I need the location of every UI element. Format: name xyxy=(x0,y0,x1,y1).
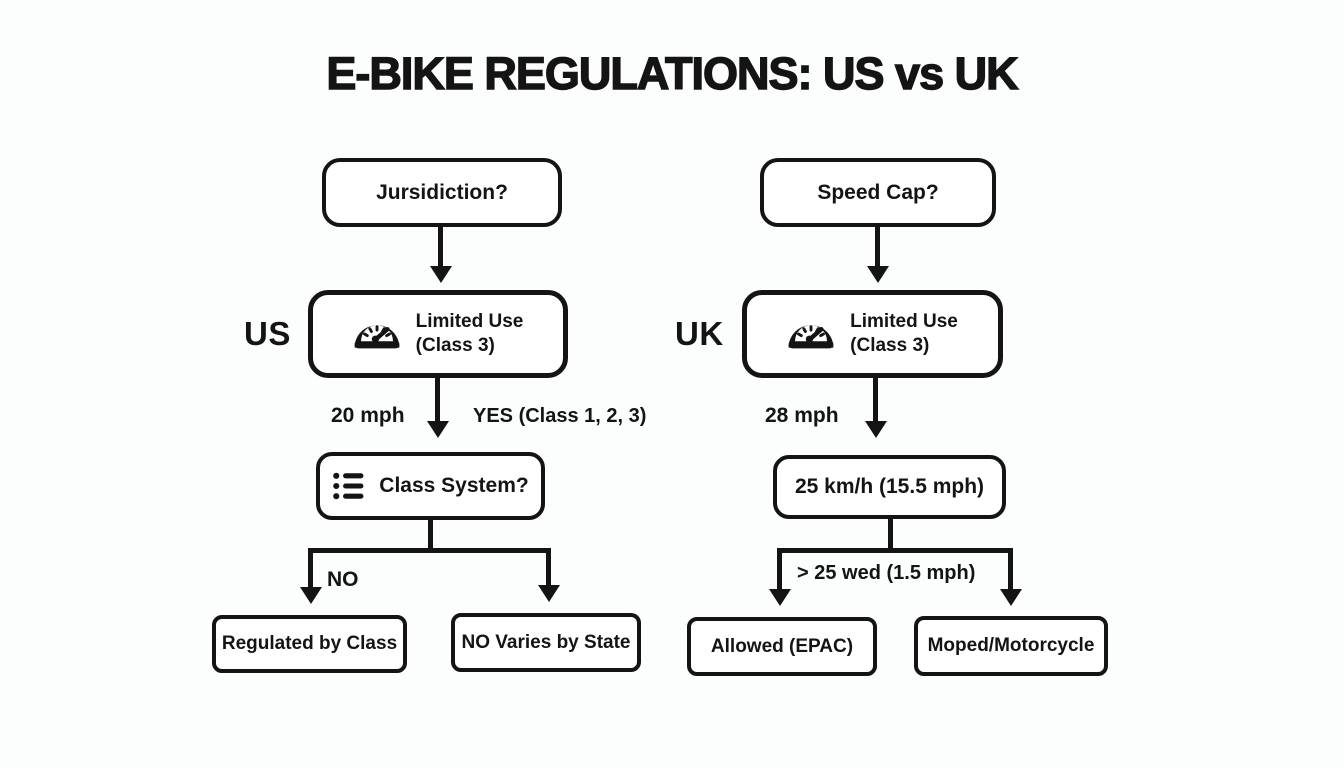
uk-arrow-label-left: 28 mph xyxy=(765,404,839,427)
us-limited-use-box: Limited Use (Class 3) xyxy=(308,290,568,378)
uk-speed-limit-label: 25 km/h (15.5 mph) xyxy=(794,475,985,498)
uk-branch-right-arrowhead xyxy=(1000,589,1022,606)
uk-speed-limit-box: 25 km/h (15.5 mph) xyxy=(773,455,1006,519)
us-connector-2 xyxy=(435,378,440,422)
uk-branch-left-arrowhead xyxy=(769,589,791,606)
uk-limited-use-label: Limited Use (Class 3) xyxy=(850,310,958,358)
us-branch-label: NO xyxy=(327,568,359,591)
us-arrowhead-2 xyxy=(427,421,449,438)
us-leaf-left-box: Regulated by Class xyxy=(212,615,407,673)
us-arrow-label-left: 20 mph xyxy=(331,404,405,427)
uk-side-label: UK xyxy=(675,315,724,352)
us-branch-left-line xyxy=(308,548,313,588)
us-limited-line1: Limited Use xyxy=(415,311,524,333)
uk-branch-stub xyxy=(888,519,893,553)
us-question-label: Jursidiction? xyxy=(376,180,508,204)
uk-limited-line1: Limited Use xyxy=(850,311,958,333)
uk-leaf-left-label: Allowed (EPAC) xyxy=(710,635,854,657)
us-arrowhead-1 xyxy=(430,266,452,283)
speedometer-icon xyxy=(353,315,401,353)
uk-question-box: Speed Cap? xyxy=(760,158,996,227)
uk-limited-use-box: Limited Use (Class 3) xyxy=(742,290,1003,378)
us-arrow-label-right: YES (Class 1, 2, 3) xyxy=(473,405,647,427)
us-branch-right-arrowhead xyxy=(538,585,560,602)
uk-branch-bar xyxy=(777,548,1013,553)
us-branch-bar xyxy=(308,548,551,553)
list-icon xyxy=(332,469,366,503)
us-branch-left-arrowhead xyxy=(300,587,322,604)
uk-connector-1 xyxy=(875,227,880,267)
uk-leaf-right-box: Moped/Motorcycle xyxy=(914,616,1108,676)
speedometer-icon xyxy=(787,315,835,353)
uk-limited-line2: (Class 3) xyxy=(850,335,930,356)
diagram-title: E-BIKE REGULATIONS: US vs UK xyxy=(326,47,1020,99)
uk-branch-label: > 25 wed (1.5 mph) xyxy=(797,562,976,584)
uk-branch-left-line xyxy=(777,548,782,590)
us-connector-1 xyxy=(438,227,443,267)
uk-leaf-left-box: Allowed (EPAC) xyxy=(687,617,877,676)
uk-question-label: Speed Cap? xyxy=(817,180,939,204)
us-question-box: Jursidiction? xyxy=(322,158,562,227)
uk-connector-2 xyxy=(873,378,878,422)
us-leaf-right-label: NO Varies by State xyxy=(461,631,631,653)
us-class-system-label: Class System? xyxy=(379,474,529,497)
us-branch-right-line xyxy=(546,548,551,586)
us-branch-stub xyxy=(428,520,433,553)
uk-arrowhead-1 xyxy=(867,266,889,283)
uk-branch-right-line xyxy=(1008,548,1013,590)
us-leaf-left-label: Regulated by Class xyxy=(221,633,398,654)
us-side-label: US xyxy=(244,315,291,352)
us-limited-line2: (Class 3) xyxy=(415,335,495,356)
us-leaf-right-box: NO Varies by State xyxy=(451,613,641,672)
uk-arrowhead-2 xyxy=(865,421,887,438)
us-class-system-box: Class System? xyxy=(316,452,545,520)
uk-leaf-right-label: Moped/Motorcycle xyxy=(927,635,1095,656)
us-limited-use-label: Limited Use (Class 3) xyxy=(416,310,524,358)
